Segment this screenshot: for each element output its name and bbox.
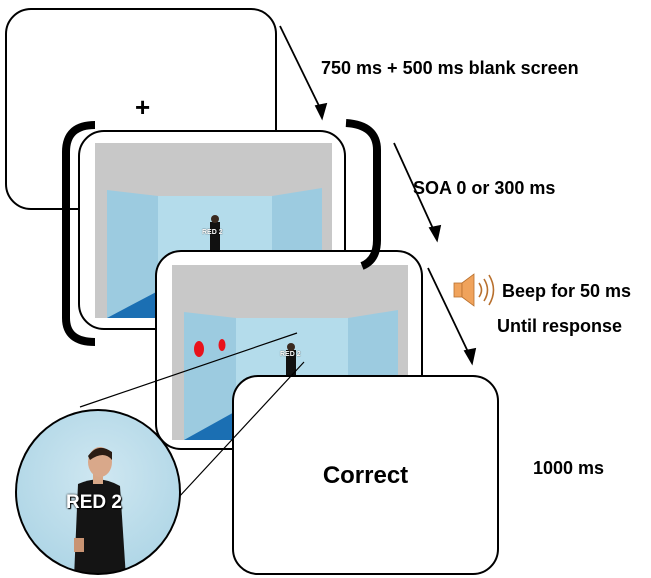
fixation-cross: + xyxy=(135,92,151,122)
zoom-magnifier xyxy=(16,410,180,574)
step-label-4: Until response xyxy=(497,316,623,336)
player-tag-1: RED 2 xyxy=(202,229,223,236)
step-label-2: SOA 0 or 300 ms xyxy=(413,178,556,198)
feedback-screen xyxy=(232,375,499,575)
right-bracket xyxy=(345,119,381,270)
step-label-3: Beep for 50 ms xyxy=(502,281,632,301)
step-label-1: 750 ms + 500 ms blank screen xyxy=(321,58,579,78)
step-label-5: 1000 ms xyxy=(533,458,605,478)
arrow-1 xyxy=(279,25,328,121)
feedback-text: Correct xyxy=(322,462,409,489)
zoom-line-top xyxy=(79,332,298,408)
arrow-2 xyxy=(393,142,442,243)
zoom-line-bottom xyxy=(177,361,305,499)
zoom-player-tag: RED 2 xyxy=(66,492,122,513)
left-bracket xyxy=(62,121,96,346)
arrow-3 xyxy=(427,267,477,366)
speaker-icon xyxy=(453,273,495,307)
player-tag-2: RED 2 xyxy=(280,351,301,358)
